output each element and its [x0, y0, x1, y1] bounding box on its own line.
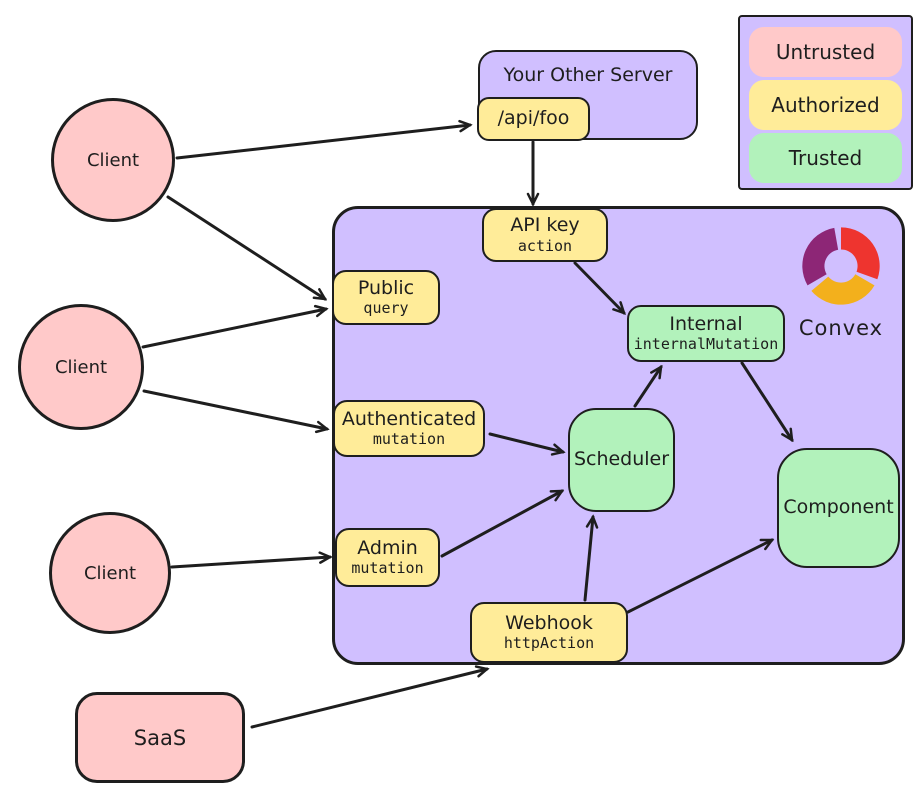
- client-top-label: Client: [86, 149, 140, 171]
- admin-mutation-node: Admin mutation: [335, 528, 440, 587]
- legend-authorized-label: Authorized: [771, 93, 880, 117]
- internal-mutation-node: Internal internalMutation: [627, 305, 785, 362]
- authenticated-code: mutation: [372, 430, 446, 449]
- api-foo-endpoint: /api/foo: [477, 97, 590, 141]
- internal-title: Internal: [669, 312, 743, 335]
- convex-brand-label: Convex: [798, 316, 884, 340]
- api-key-code: action: [517, 236, 573, 255]
- authenticated-title: Authenticated: [341, 407, 477, 430]
- public-query-node: Public query: [332, 270, 440, 325]
- convex-logo-icon: [802, 227, 880, 305]
- api-foo-label: /api/foo: [497, 107, 570, 130]
- legend-item-untrusted: Untrusted: [749, 27, 902, 77]
- arrow-client-top-to-public: [166, 195, 325, 299]
- legend-item-authorized: Authorized: [749, 80, 902, 130]
- convex-logo-red-swoosh: [841, 227, 880, 280]
- component-title: Component: [783, 496, 894, 519]
- internal-code: internalMutation: [633, 335, 779, 354]
- authenticated-mutation-node: Authenticated mutation: [333, 400, 485, 457]
- legend-untrusted-label: Untrusted: [775, 40, 876, 64]
- webhook-httpaction-node: Webhook httpAction: [470, 602, 628, 663]
- api-key-action-node: API key action: [482, 208, 608, 262]
- saas-box: SaaS: [75, 692, 245, 783]
- admin-code: mutation: [351, 559, 424, 578]
- client-middle-label: Client: [54, 356, 108, 378]
- convex-logo-purple-swoosh: [802, 227, 839, 286]
- legend-item-trusted: Trusted: [749, 133, 902, 183]
- component-node: Component: [777, 448, 900, 568]
- arrow-client-bottom-to-admin: [170, 557, 330, 569]
- client-middle-circle: Client: [18, 304, 144, 430]
- convex-logo-yellow-swoosh: [811, 274, 875, 305]
- legend-trusted-label: Trusted: [788, 146, 863, 170]
- arrow-saas-to-webhook: [250, 669, 487, 729]
- scheduler-title: Scheduler: [573, 448, 670, 471]
- admin-title: Admin: [357, 536, 418, 559]
- api-key-title: API key: [510, 214, 580, 237]
- client-top-circle: Client: [51, 98, 175, 222]
- webhook-code: httpAction: [503, 634, 595, 653]
- public-code: query: [363, 299, 409, 318]
- arrow-client-top-to-api-foo: [175, 125, 470, 160]
- arrow-client-middle-to-authenticated: [142, 389, 327, 429]
- saas-label: SaaS: [133, 725, 187, 750]
- public-title: Public: [357, 276, 415, 299]
- webhook-title: Webhook: [505, 611, 593, 634]
- arrow-client-middle-to-public: [141, 309, 326, 349]
- scheduler-node: Scheduler: [568, 408, 675, 512]
- client-bottom-label: Client: [83, 562, 137, 584]
- other-server-title: Your Other Server: [503, 64, 673, 86]
- client-bottom-circle: Client: [49, 512, 171, 634]
- legend: Untrusted Authorized Trusted: [738, 15, 913, 190]
